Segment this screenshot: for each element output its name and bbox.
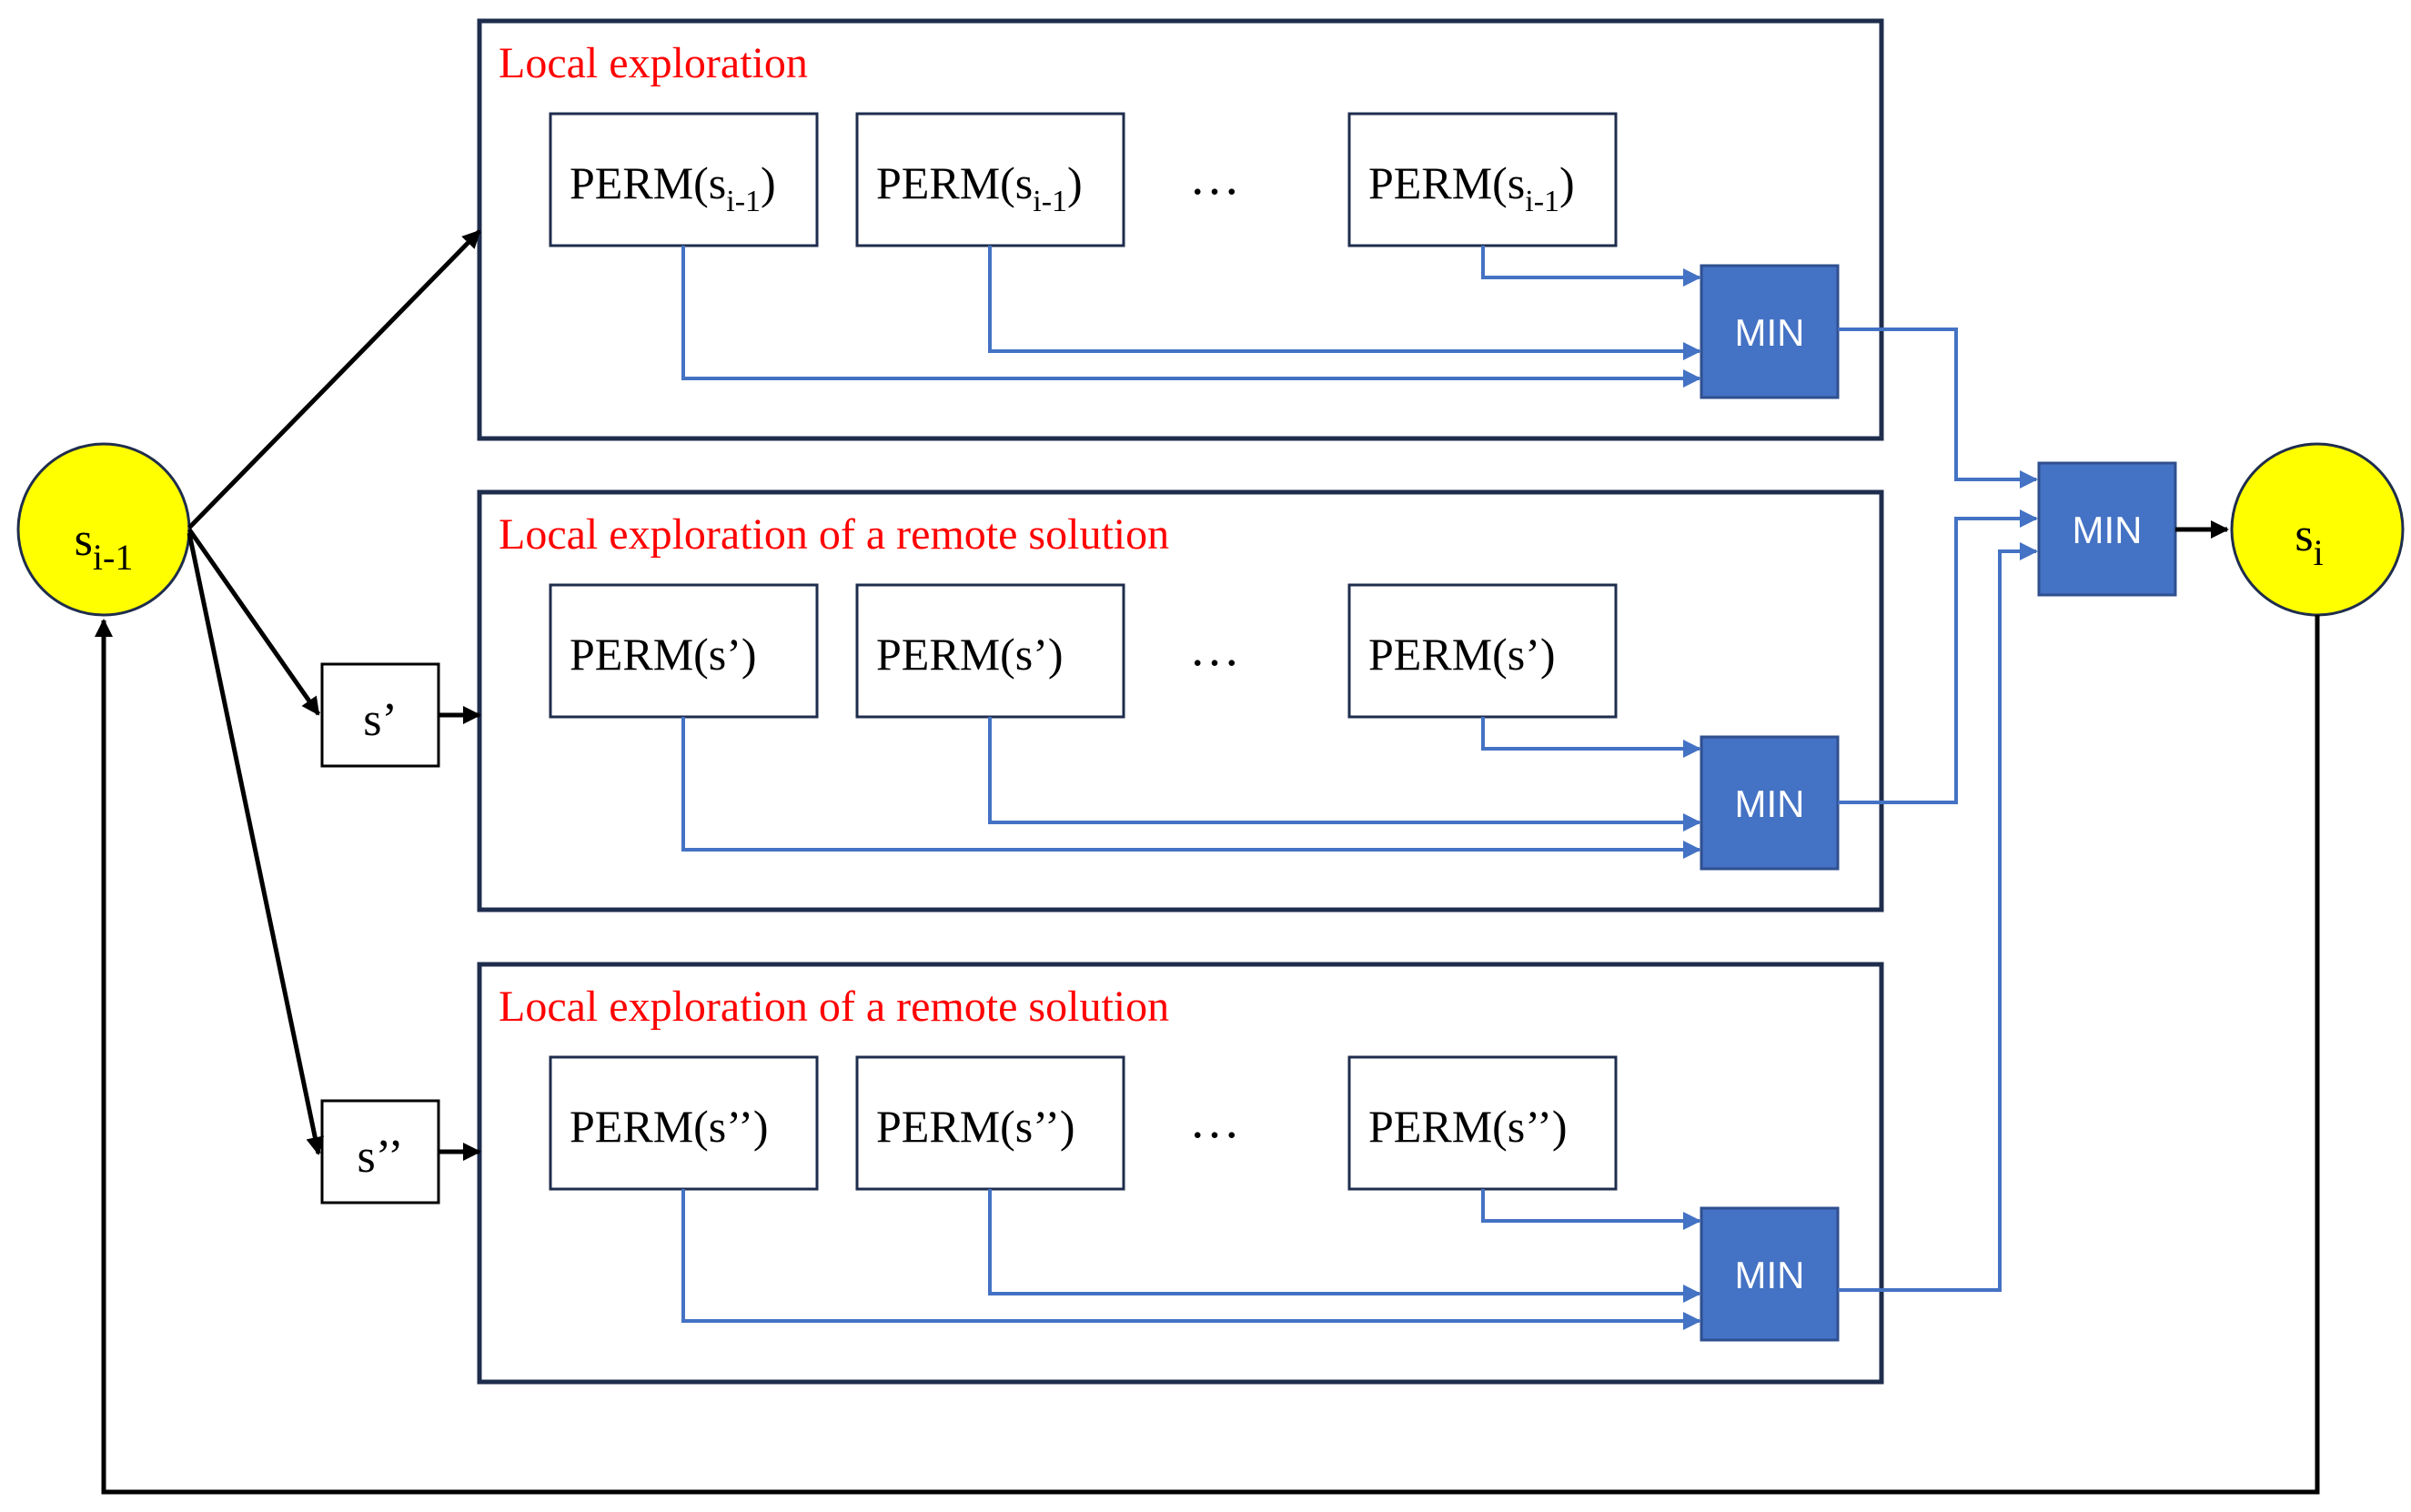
- perm-label: PERM(s’): [1368, 629, 1556, 680]
- perm-label: PERM(si-1): [570, 157, 776, 218]
- min-to-final-lines: [1838, 328, 2038, 1292]
- remote-node-s2: [320, 1099, 440, 1205]
- perm-box: PERM(s’’): [1347, 1055, 1618, 1191]
- perm-box: PERM(si-1): [855, 112, 1125, 247]
- perm-box: PERM(si-1): [1347, 112, 1618, 247]
- group-title: Local exploration of a remote solution: [499, 510, 1169, 559]
- group-local-exploration: Local exploration PERM(si-1) PERM(si-1) …: [477, 18, 1884, 441]
- min-box: [1700, 1206, 1840, 1342]
- remote-node-label: s’: [363, 694, 398, 746]
- group-title: Local exploration of a remote solution: [499, 983, 1169, 1031]
- min-label: MIN: [1735, 782, 1805, 825]
- perm-box: PERM(si-1): [549, 112, 819, 247]
- perm-label: PERM(s’’): [876, 1101, 1075, 1152]
- perm-box: PERM(s’): [855, 583, 1125, 719]
- perm-box: PERM(s’): [549, 583, 819, 719]
- group-title: Local exploration: [499, 39, 808, 87]
- group-frame: [477, 18, 1884, 441]
- perm-box: PERM(s’’): [549, 1055, 819, 1191]
- perm-label: PERM(s’’): [570, 1101, 769, 1152]
- min-label: MIN: [1735, 1254, 1805, 1296]
- end-node-label: si: [2295, 509, 2323, 573]
- final-min-box: [2037, 461, 2177, 597]
- perm-box: PERM(s’): [1347, 583, 1618, 719]
- perm-to-min-lines: [681, 1189, 1701, 1330]
- group-frame: [477, 962, 1884, 1385]
- group-remote-1: Local exploration of a remote solution P…: [477, 489, 1884, 912]
- final-min-label: MIN: [2073, 509, 2143, 551]
- perm-to-min-lines: [681, 246, 1701, 388]
- start-node-label: si-1: [75, 514, 134, 578]
- perm-label: PERM(si-1): [1368, 157, 1575, 218]
- perm-label: PERM(s’): [876, 629, 1064, 680]
- ellipsis: …: [1189, 620, 1240, 677]
- min-box: [1700, 264, 1840, 399]
- start-node: [16, 442, 191, 617]
- perm-label: PERM(s’): [570, 629, 757, 680]
- group-remote-2: Local exploration of a remote solution P…: [477, 962, 1884, 1385]
- ellipsis: …: [1189, 1093, 1240, 1149]
- perm-box: PERM(s’’): [855, 1055, 1125, 1191]
- min-label: MIN: [1735, 311, 1805, 354]
- perm-label: PERM(si-1): [876, 157, 1083, 218]
- perm-to-min-lines: [681, 717, 1701, 859]
- end-node: [2230, 442, 2405, 617]
- control-arrows: [95, 229, 2320, 1495]
- ellipsis: …: [1189, 149, 1240, 206]
- perm-label: PERM(s’’): [1368, 1101, 1568, 1152]
- min-box: [1700, 735, 1840, 871]
- group-frame: [477, 489, 1884, 912]
- remote-node-label: s’’: [357, 1131, 403, 1183]
